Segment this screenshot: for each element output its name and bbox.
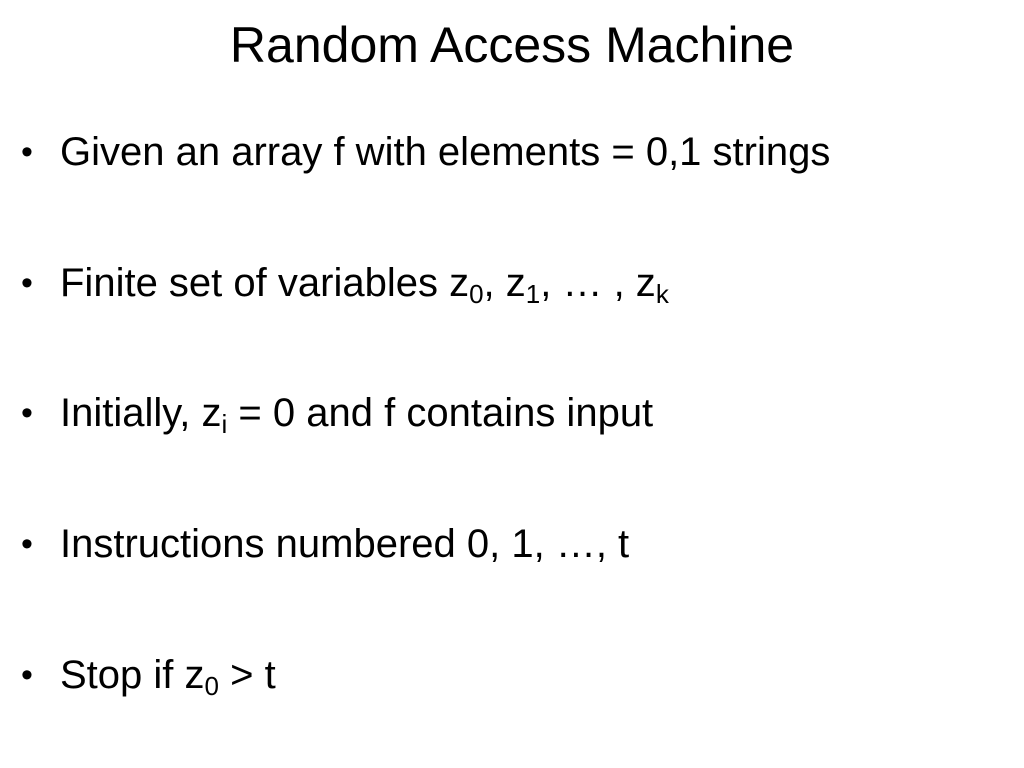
- bullet-text-part: Initially, z: [60, 391, 222, 435]
- bullet-item: • Finite set of variables z0, z1, … , zk: [0, 257, 1000, 309]
- subscript: i: [221, 409, 228, 439]
- subscript: 0: [469, 279, 484, 309]
- bullet-icon: •: [21, 264, 33, 302]
- bullet-text-part: Stop if z: [60, 653, 205, 697]
- subscript: 1: [525, 279, 541, 309]
- bullet-text-part: Instructions numbered 0, 1, …, t: [60, 522, 630, 566]
- bullet-text-part: > t: [218, 653, 276, 697]
- bullet-item: • Given an array f with elements = 0,1 s…: [0, 126, 1000, 178]
- bullet-icon: •: [21, 394, 33, 432]
- bullet-item: • Stop if z0 > t: [0, 649, 1000, 701]
- slide-title: Random Access Machine: [229, 17, 795, 73]
- bullet-icon: •: [21, 525, 33, 563]
- subscript: k: [655, 279, 669, 309]
- bullet-icon: •: [21, 656, 33, 694]
- bullet-text: Given an array f with elements = 0,1 str…: [60, 126, 830, 178]
- bullet-text-part: Finite set of variables z: [60, 261, 470, 305]
- bullet-text-part: , … , z: [540, 261, 656, 305]
- subscript: 0: [204, 671, 219, 701]
- bullet-item: • Instructions numbered 0, 1, …, t: [0, 518, 1000, 570]
- bullet-text: Instructions numbered 0, 1, …, t: [60, 518, 629, 570]
- bullet-text-part: , z: [483, 261, 526, 305]
- bullet-item: • Initially, zi = 0 and f contains input: [0, 387, 1000, 439]
- bullet-text-part: Given an array f with elements = 0,1 str…: [60, 130, 831, 174]
- bullet-text: Finite set of variables z0, z1, … , zk: [60, 257, 669, 309]
- bullet-icon: •: [21, 133, 33, 171]
- bullet-text: Stop if z0 > t: [60, 649, 276, 701]
- bullet-text: Initially, zi = 0 and f contains input: [60, 387, 653, 439]
- bullet-text-part: = 0 and f contains input: [227, 391, 654, 435]
